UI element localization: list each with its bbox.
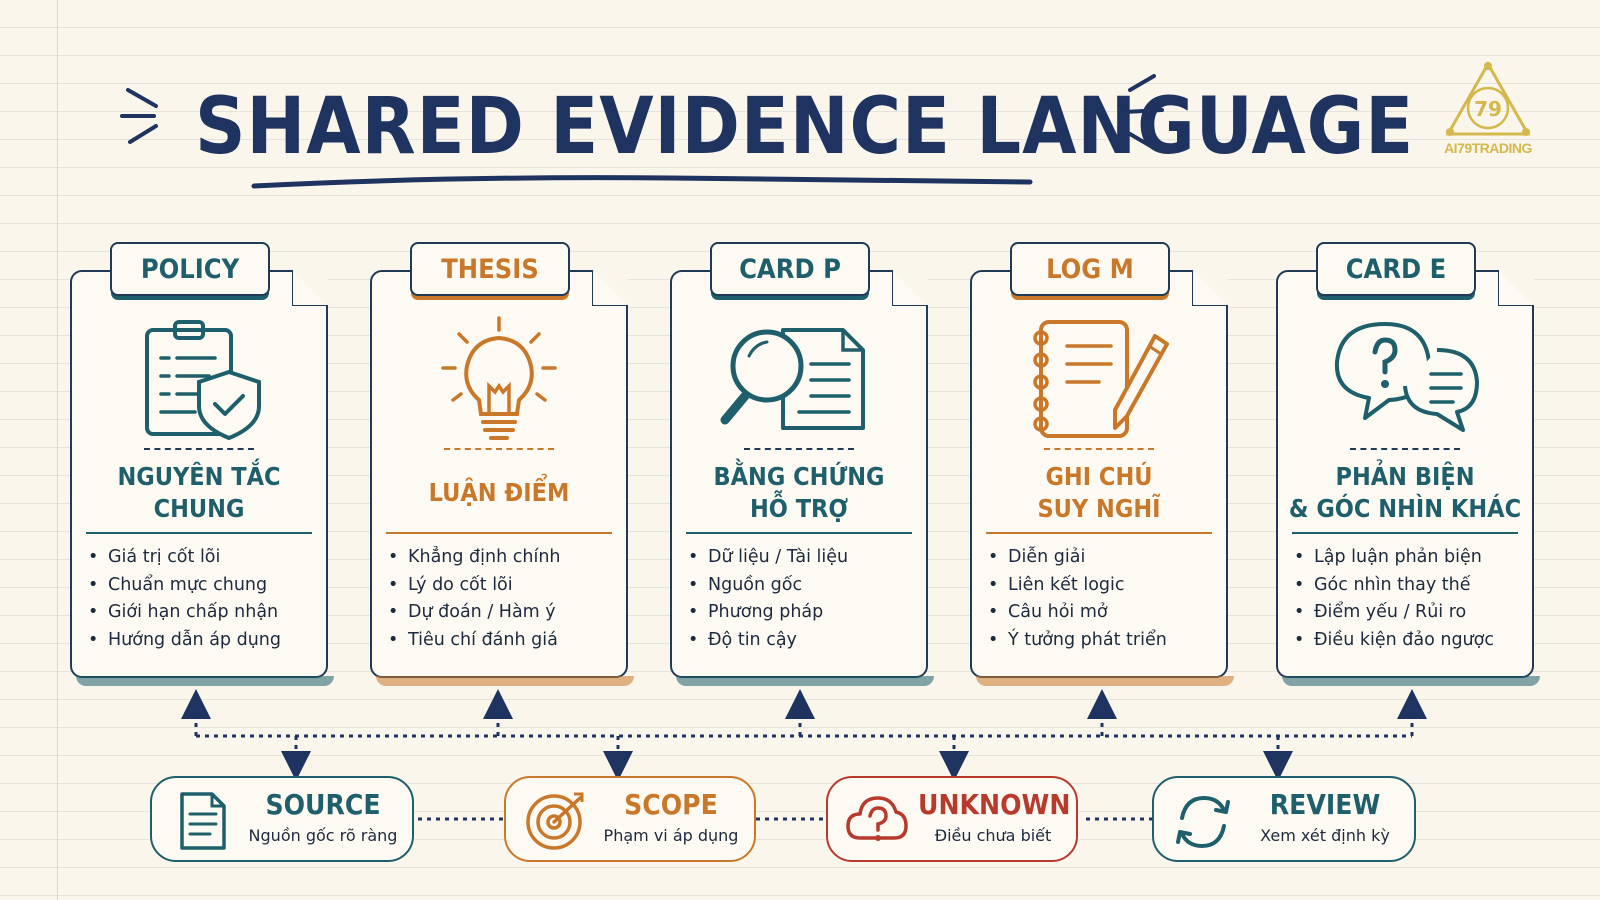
refresh-cycle-icon [1176,795,1230,849]
logo-name: AI79TRADING [1444,140,1532,156]
list-item: Tiêu chí đánh giá [388,627,618,655]
dashed-separator [1044,448,1154,450]
page-fold-icon [1192,270,1228,306]
list-item: Giá trị cốt lõi [88,544,318,572]
heading-line-1: GHI CHÚ [1045,462,1153,491]
list-item: Điều kiện đảo ngược [1294,627,1524,655]
title-underline [251,175,1033,189]
page-fold-icon [1498,270,1534,306]
heading-line-1: BẰNG CHỨNG [713,462,885,491]
pill-source: SOURCE Nguồn gốc rõ ràng [150,776,414,862]
document-icon [180,792,226,850]
heading-line-2: HỖ TRỢ [749,494,849,523]
card-list: Giá trị cốt lõi Chuẩn mực chung Giới hạn… [88,544,318,654]
list-item: Phương pháp [688,599,918,627]
list-item: Dữ liệu / Tài liệu [688,544,918,572]
card-rule [686,532,912,534]
card-rule [86,532,312,534]
list-item: Điểm yếu / Rủi ro [1294,599,1524,627]
list-item: Liên kết logic [988,572,1218,600]
dashed-separator [144,448,254,450]
tab-card-e: CARD E [1316,242,1476,296]
heading-line-1: PHẢN BIỆN [1335,462,1475,491]
logo-mark: 79 [1474,97,1502,121]
pill-subtitle: Điều chưa biết [934,826,1052,845]
card-policy: POLICY NGUYÊN TẮC CHUNG Giá trị cốt lõi … [70,242,334,686]
card-rule [386,532,612,534]
list-item: Diễn giải [988,544,1218,572]
pill-subtitle: Nguồn gốc rõ ràng [248,826,398,845]
heading-line-1: LUẬN ĐIỂM [428,478,570,507]
heading-line-2: & GÓC NHÌN KHÁC [1288,494,1522,523]
list-item: Lập luận phản biện [1294,544,1524,572]
lightbulb-icon [441,316,557,440]
pill-subtitle: Phạm vi áp dụng [603,826,739,845]
page-fold-icon [592,270,628,306]
dashed-separator [744,448,854,450]
pill-review: REVIEW Xem xét định kỳ [1152,776,1416,862]
left-accent-strokes [120,88,158,144]
card-list: Diễn giải Liên kết logic Câu hỏi mở Ý tư… [988,544,1218,654]
list-item: Góc nhìn thay thế [1294,572,1524,600]
page-fold-icon [892,270,928,306]
list-item: Câu hỏi mở [988,599,1218,627]
pill-title: REVIEW [1269,788,1381,821]
card-rule [986,532,1212,534]
list-item: Lý do cốt lõi [388,572,618,600]
question-speech-bubbles-icon [1334,322,1479,432]
pill-title: UNKNOWN [918,788,1071,821]
card-log-m: LOG M GHI CHÚ SUY NGHĨ Diễn giải Liên kế… [970,242,1234,686]
card-heading: NGUYÊN TẮC CHUNG [82,458,316,528]
list-item: Giới hạn chấp nhận [88,599,318,627]
list-item: Nguồn gốc [688,572,918,600]
page-fold-icon [292,270,328,306]
question-cloud-icon [846,796,908,841]
pill-scope: SCOPE Phạm vi áp dụng [504,776,756,862]
magnifier-document-icon [720,328,865,430]
notebook-pen-icon [1033,320,1169,438]
heading-line-2: CHUNG [153,494,245,523]
card-heading: LUẬN ĐIỂM [382,458,616,528]
list-item: Dự đoán / Hàm ý [388,599,618,627]
list-item: Khẳng định chính [388,544,618,572]
pill-unknown: UNKNOWN Điều chưa biết [826,776,1078,862]
card-rule [1292,532,1518,534]
card-heading: BẰNG CHỨNG HỖ TRỢ [682,458,916,528]
triangle-logo-icon: 79 [1445,60,1531,136]
target-icon [526,792,584,850]
list-item: Ý tưởng phát triển [988,627,1218,655]
tab-policy: POLICY [110,242,270,296]
clipboard-shield-icon [145,320,261,441]
notebook-margin-line [57,0,58,900]
list-item: Chuẩn mực chung [88,572,318,600]
tab-card-p: CARD P [710,242,870,296]
card-list: Dữ liệu / Tài liệu Nguồn gốc Phương pháp… [688,544,918,654]
card-heading: GHI CHÚ SUY NGHĨ [982,458,1216,528]
list-item: Hướng dẫn áp dụng [88,627,318,655]
tab-log-m: LOG M [1010,242,1170,296]
brand-logo: 79 AI79TRADING [1428,60,1548,160]
pill-title: SOURCE [265,788,381,821]
dashed-separator [1350,448,1460,450]
card-card-e: CARD E PHẢN BIỆN & GÓC NHÌN KHÁC Lập luậ… [1276,242,1540,686]
card-thesis: THESIS LUẬN ĐIỂM Khẳng định chính Lý do … [370,242,634,686]
tab-thesis: THESIS [410,242,570,296]
pill-subtitle: Xem xét định kỳ [1260,826,1390,845]
heading-line-2: SUY NGHĨ [1037,494,1161,523]
dashed-separator [444,448,554,450]
card-card-p: CARD P BẰNG CHỨNG HỖ TRỢ Dữ liệu / Tài l… [670,242,934,686]
list-item: Độ tin cậy [688,627,918,655]
right-accent-strokes [1122,74,1164,150]
card-list: Lập luận phản biện Góc nhìn thay thế Điể… [1294,544,1524,654]
card-heading: PHẢN BIỆN & GÓC NHÌN KHÁC [1288,458,1522,528]
heading-line-1: NGUYÊN TẮC [117,462,281,491]
pill-title: SCOPE [624,788,718,821]
card-list: Khẳng định chính Lý do cốt lõi Dự đoán /… [388,544,618,654]
